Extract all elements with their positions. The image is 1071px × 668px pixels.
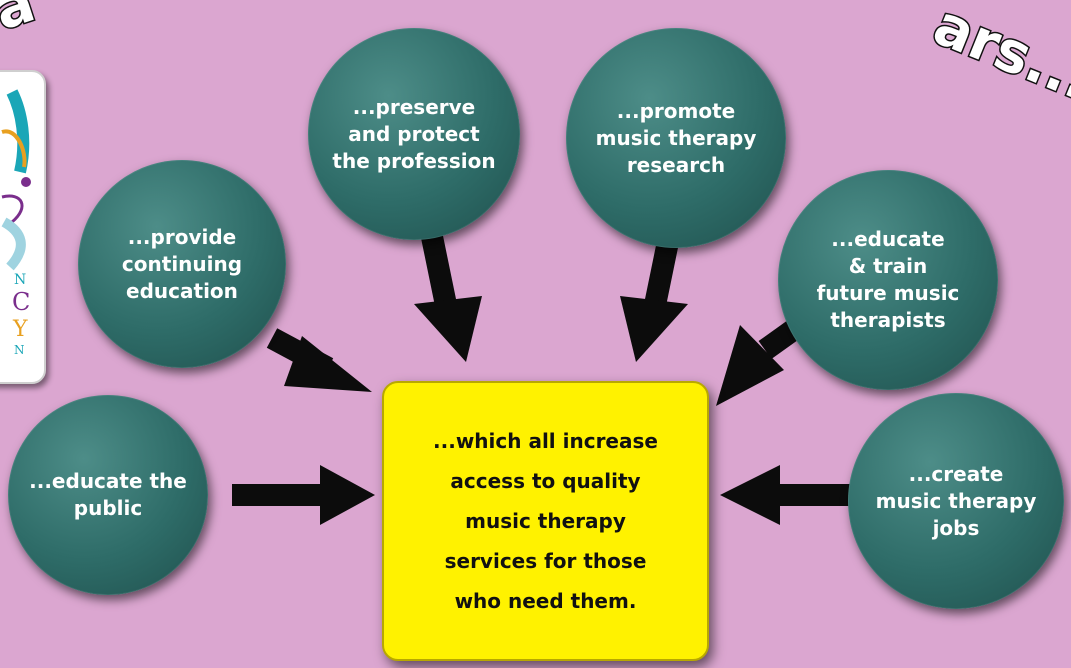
- logo-letter-4: N: [14, 343, 25, 357]
- node-create-jobs-label: ...create music therapy jobs: [875, 461, 1037, 540]
- logo-letter-3: Y: [12, 317, 28, 342]
- node-continuing-education-label: ...provide continuing education: [121, 224, 243, 303]
- node-educate-train-label: ...educate & train future music therapis…: [816, 227, 960, 332]
- organization-logo: N C Y N: [0, 70, 46, 384]
- logo-letter-2: C: [12, 288, 30, 316]
- logo-letter-1: N: [14, 272, 26, 288]
- node-promote-research: ...promote music therapy research: [566, 28, 786, 248]
- arrow-icon: [232, 465, 375, 525]
- node-continuing-education: ...provide continuing education: [78, 160, 286, 368]
- node-preserve-protect-label: ...preserve and protect the profession: [332, 94, 496, 173]
- center-outcome-box: ...which all increase access to quality …: [382, 381, 709, 661]
- node-educate-public-label: ...educate the public: [29, 469, 187, 520]
- arrow-icon: [414, 229, 482, 362]
- arrow-icon: [266, 328, 372, 392]
- node-educate-train: ...educate & train future music therapis…: [778, 170, 998, 390]
- arrow-icon: [720, 465, 860, 525]
- arrow-icon: [620, 229, 688, 362]
- title-fragment: a ars...: [0, 0, 1071, 115]
- logo-icon: N C Y N: [1, 89, 31, 357]
- node-educate-public: ...educate the public: [8, 395, 208, 595]
- arrow-icon: [716, 316, 807, 406]
- center-outcome-label: ...which all increase access to quality …: [433, 429, 658, 613]
- node-create-jobs: ...create music therapy jobs: [848, 393, 1064, 609]
- node-preserve-protect: ...preserve and protect the profession: [308, 28, 520, 240]
- node-promote-research-label: ...promote music therapy research: [595, 98, 757, 177]
